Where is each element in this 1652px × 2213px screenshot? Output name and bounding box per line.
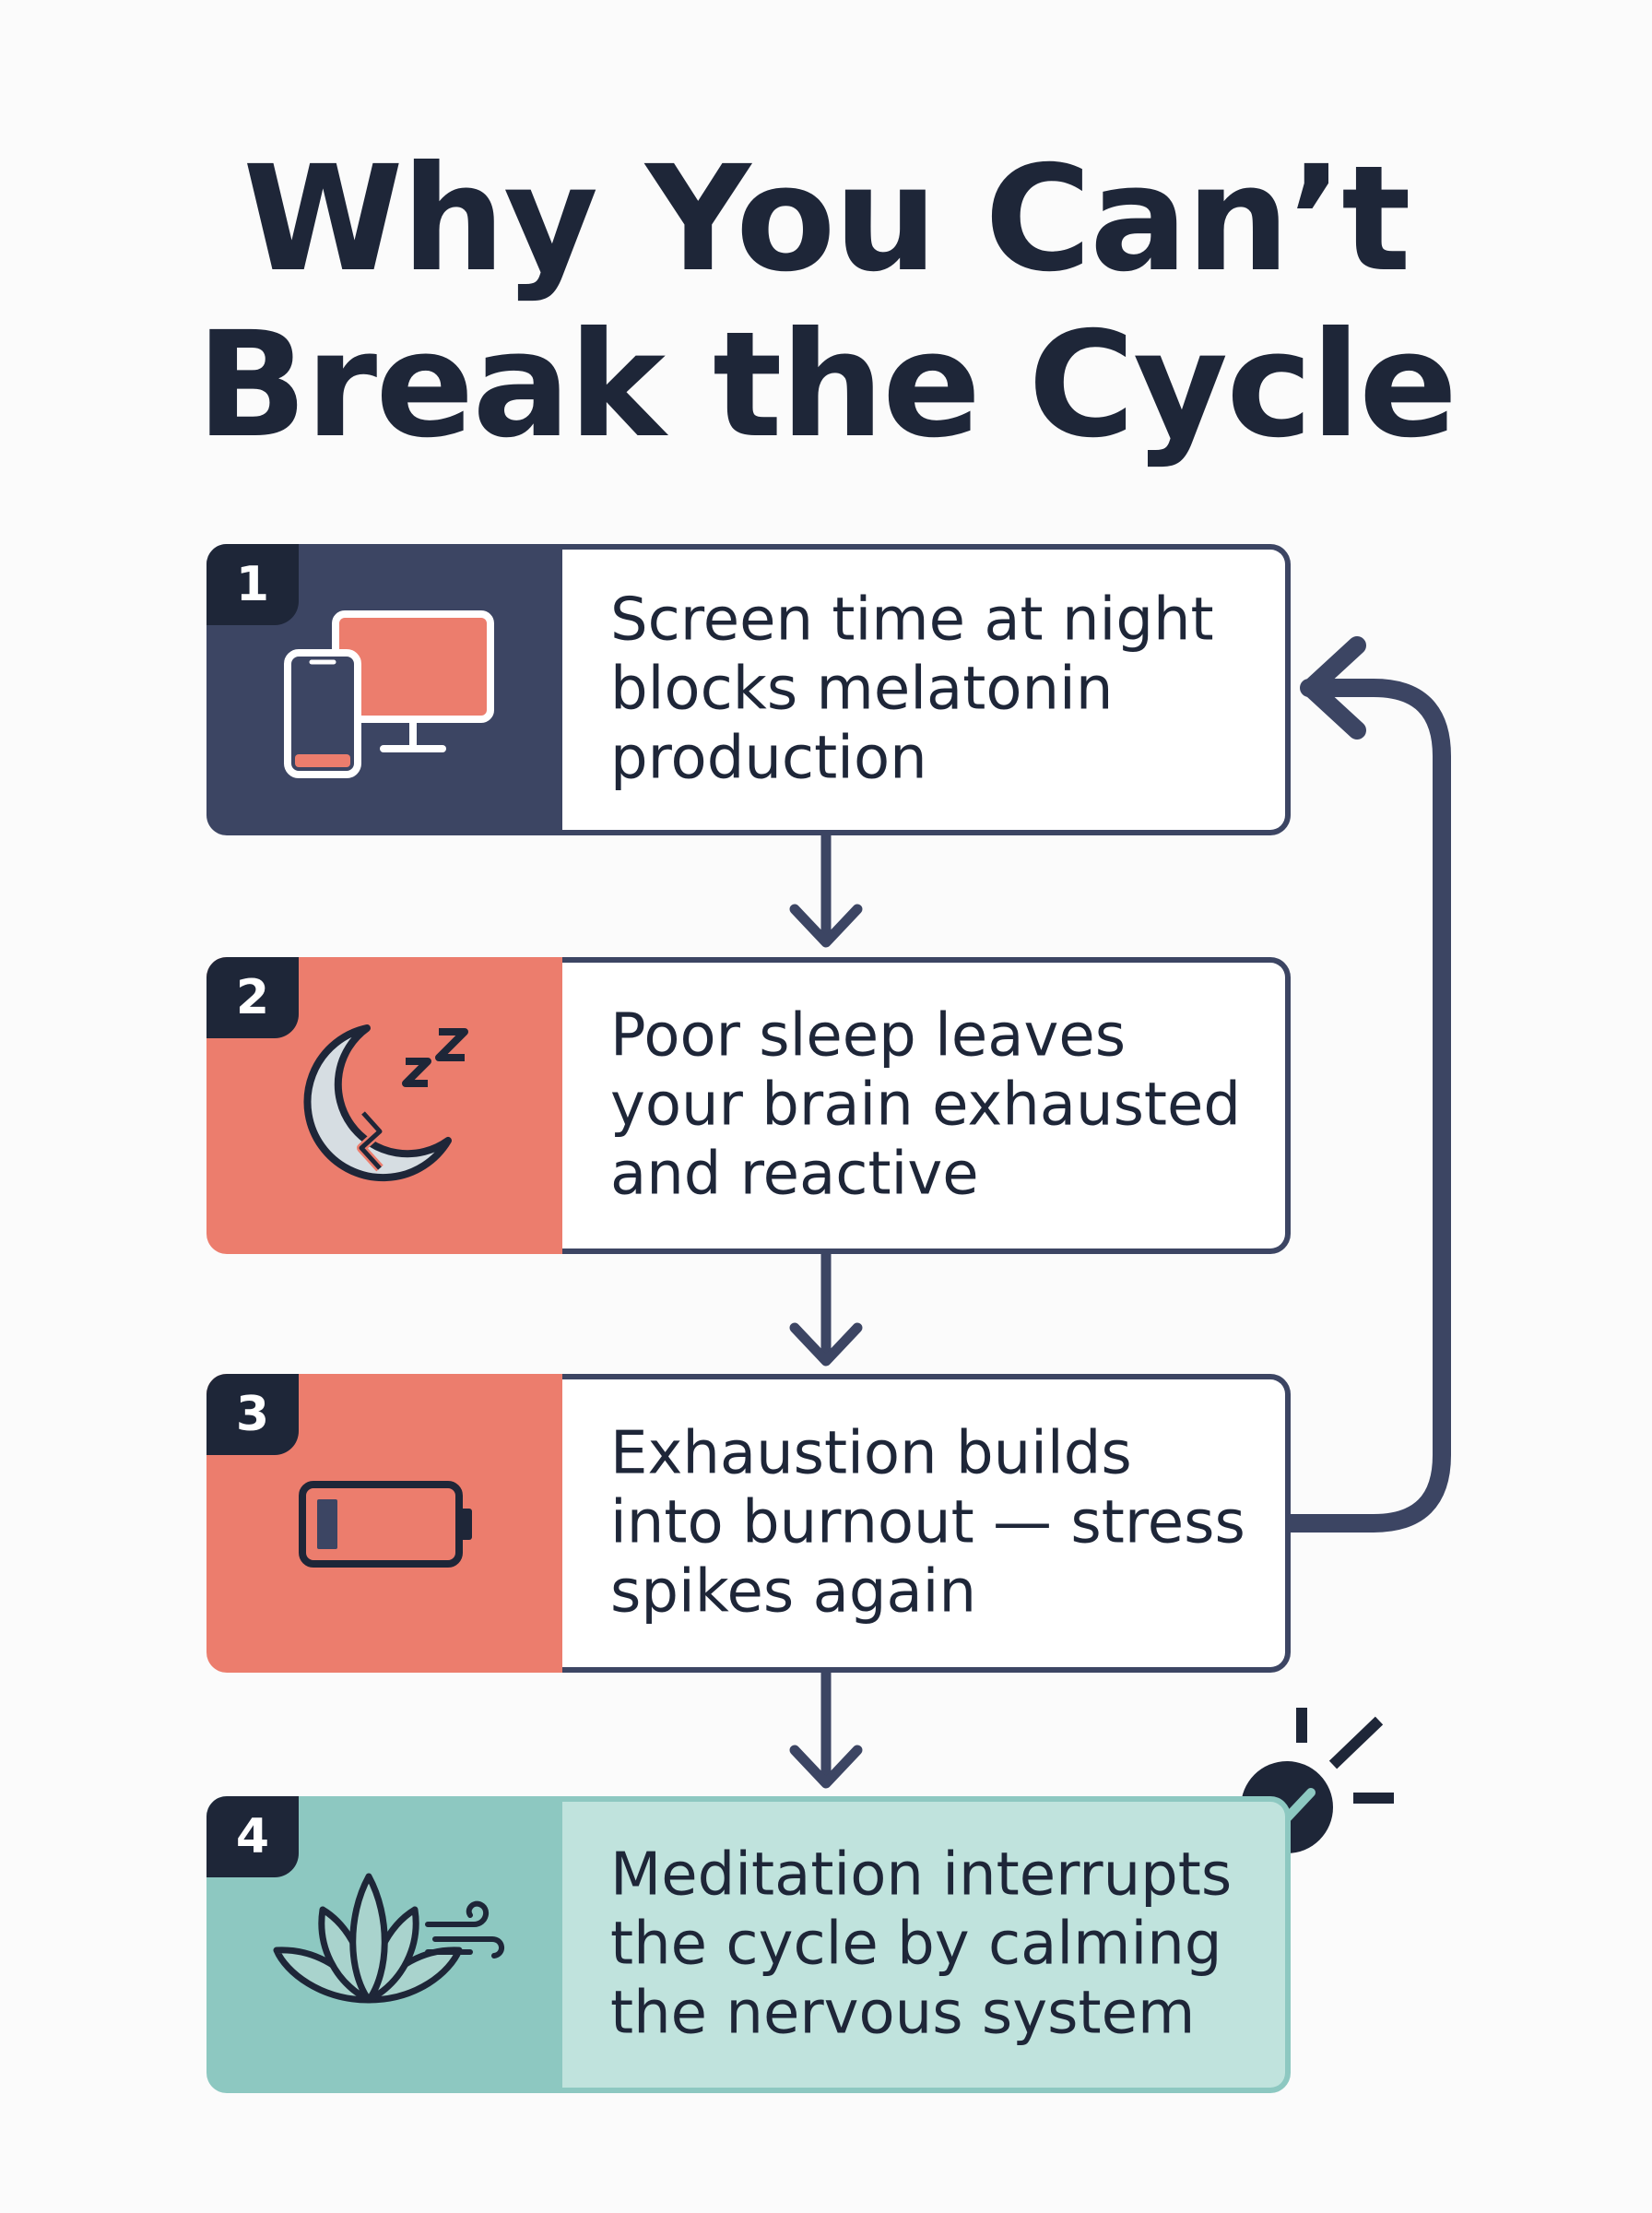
- arrow-3-to-4: [789, 1667, 863, 1789]
- step-1-text: Screen time at night blocks melatonin pr…: [610, 586, 1214, 793]
- step-2: 2 Poor sleep leaves your brain exhausted…: [206, 957, 1291, 1254]
- step-3: 3 Exhaustion builds into burnout — stres…: [206, 1374, 1291, 1673]
- step-3-card: [562, 1374, 1291, 1673]
- loop-back-arrow: [1281, 636, 1451, 1533]
- step-1-card: [562, 544, 1291, 835]
- arrow-1-to-2: [789, 830, 863, 948]
- step-3-number: 3: [206, 1374, 299, 1455]
- lotus-icon: [273, 1873, 504, 2004]
- step-1-number: 1: [206, 544, 299, 625]
- page-title: Why You Can’t Break the Cycle: [0, 136, 1652, 468]
- step-3-text: Exhaustion builds into burnout — stress …: [610, 1419, 1245, 1627]
- step-4-text: Meditation interrupts the cycle by calmi…: [610, 1840, 1233, 2048]
- step-2-card: [562, 957, 1291, 1254]
- step-4-number: 4: [206, 1796, 299, 1877]
- step-4-card: [562, 1796, 1291, 2093]
- broken-moon-sleep-icon: [303, 1024, 468, 1182]
- step-4: 4 Meditation interrupts the cycle by cal…: [206, 1796, 1291, 2093]
- step-1: 1 Screen time at night blocks melatonin …: [206, 544, 1291, 835]
- arrow-2-to-3: [789, 1249, 863, 1367]
- step-2-number: 2: [206, 957, 299, 1038]
- screen-devices-icon: [284, 610, 494, 778]
- title-line-2: Break the Cycle: [195, 301, 1457, 470]
- low-battery-icon: [299, 1481, 472, 1568]
- step-2-text: Poor sleep leaves your brain exhausted a…: [610, 1001, 1241, 1209]
- title-line-1: Why You Can’t: [242, 135, 1410, 304]
